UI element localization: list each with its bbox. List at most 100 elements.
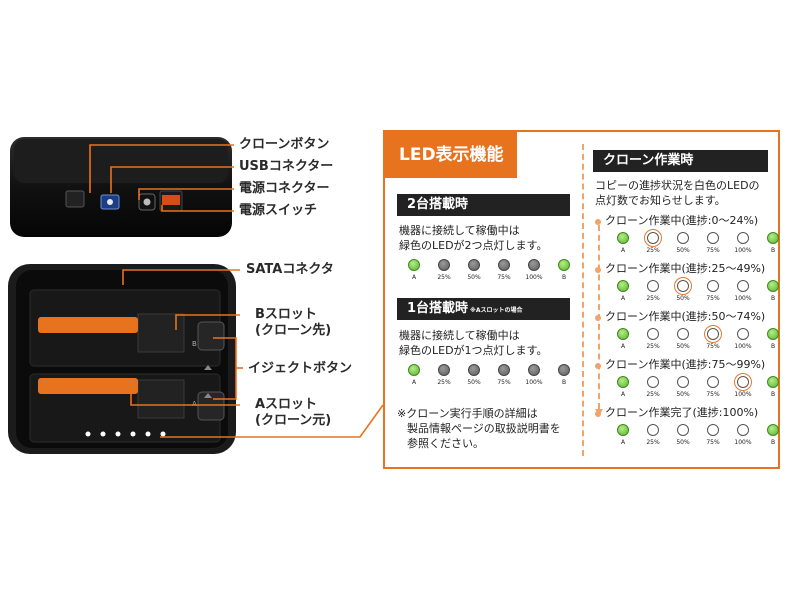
led-label: A <box>620 391 626 398</box>
led-label: 100% <box>734 295 752 302</box>
callout-a-slot-line2: (クローン元) <box>255 413 332 428</box>
led-label: 50% <box>467 379 481 386</box>
two-drive-desc-line1: 機器に接続して稼働中は <box>399 224 520 237</box>
stage-dot <box>595 315 601 321</box>
two-drive-heading: 2台搭載時 <box>397 194 570 216</box>
led-2 <box>677 280 689 292</box>
callout-clone-button: クローンボタン <box>239 137 330 152</box>
led-0 <box>617 232 629 244</box>
led-1 <box>647 232 659 244</box>
led-5 <box>767 424 779 436</box>
led-label: 25% <box>646 295 660 302</box>
led-4 <box>737 232 749 244</box>
led-0 <box>617 328 629 340</box>
led-1 <box>647 376 659 388</box>
led-0 <box>408 259 420 271</box>
led-label: 50% <box>467 274 481 281</box>
stage-dot <box>595 363 601 369</box>
clone-desc-line2: 点灯数でお知らせします。 <box>595 194 726 207</box>
callout-usb-connector: USBコネクター <box>239 159 334 174</box>
led-3 <box>498 259 510 271</box>
led-4 <box>528 259 540 271</box>
led-label: A <box>411 379 417 386</box>
stage-label: クローン作業中(進捗:50〜74%) <box>605 310 766 323</box>
led-label: 25% <box>437 379 451 386</box>
callout-a-slot-line1: Aスロット <box>255 397 318 412</box>
led-label: A <box>620 439 626 446</box>
led-5 <box>767 328 779 340</box>
led-label: 100% <box>734 343 752 350</box>
one-drive-heading: 1台搭載時※Aスロットの場合 <box>397 298 570 320</box>
led-3 <box>707 280 719 292</box>
dock-top-view-image <box>8 264 236 454</box>
stage-dot <box>595 411 601 417</box>
led-label: B <box>770 247 776 254</box>
led-1 <box>438 364 450 376</box>
led-3 <box>498 364 510 376</box>
led-label: B <box>770 295 776 302</box>
led-label: 50% <box>676 247 690 254</box>
led-2 <box>677 232 689 244</box>
led-5 <box>558 364 570 376</box>
slot-marker-b: B <box>192 340 197 348</box>
led-label: 50% <box>676 439 690 446</box>
led-label: 75% <box>497 274 511 281</box>
led-2 <box>468 364 480 376</box>
led-4 <box>737 280 749 292</box>
led-label: 25% <box>646 391 660 398</box>
led-0 <box>408 364 420 376</box>
led-label: 25% <box>646 247 660 254</box>
led-label: A <box>620 295 626 302</box>
led-label: 75% <box>706 439 720 446</box>
led-label: A <box>620 247 626 254</box>
led-label: 100% <box>734 439 752 446</box>
led-0 <box>617 280 629 292</box>
one-drive-desc-line2: 緑色のLEDが1つ点灯します。 <box>399 344 548 357</box>
stage-label: クローン作業中(進捗:25〜49%) <box>605 262 766 275</box>
led-1 <box>647 280 659 292</box>
stage-label: クローン作業中(進捗:75〜99%) <box>605 358 766 371</box>
slot-marker-a: A <box>192 400 197 408</box>
led-label: 75% <box>706 247 720 254</box>
led-1 <box>647 424 659 436</box>
led-2 <box>677 424 689 436</box>
led-4 <box>737 376 749 388</box>
led-5 <box>558 259 570 271</box>
callout-eject-button: イジェクトボタン <box>248 361 353 376</box>
callout-sata-connector: SATAコネクタ <box>246 262 334 277</box>
led-1 <box>647 328 659 340</box>
manual-note: ※クローン実行手順の詳細は 製品情報ページの取扱説明書を 参照ください。 <box>397 406 587 451</box>
panel-title: LED表示機能 <box>385 132 517 178</box>
callout-a-slot: Aスロット (クローン元) <box>255 397 331 429</box>
led-2 <box>677 376 689 388</box>
clone-desc-line1: コピーの進捗状況を白色のLEDの <box>595 179 760 192</box>
led-label: 100% <box>734 247 752 254</box>
led-2 <box>468 259 480 271</box>
led-label: 100% <box>525 274 543 281</box>
led-label: 25% <box>437 274 451 281</box>
led-label: 100% <box>734 391 752 398</box>
stage-label: クローン作業中(進捗:0〜24%) <box>605 214 759 227</box>
callout-b-slot: Bスロット (クローン先) <box>255 307 331 339</box>
led-label: A <box>620 343 626 350</box>
led-3 <box>707 376 719 388</box>
led-1 <box>438 259 450 271</box>
led-label: A <box>411 274 417 281</box>
two-drive-desc: 機器に接続して稼働中は 緑色のLEDが2つ点灯します。 <box>399 223 579 253</box>
led-3 <box>707 232 719 244</box>
led-label: B <box>770 391 776 398</box>
led-0 <box>617 424 629 436</box>
two-drive-desc-line2: 緑色のLEDが2つ点灯します。 <box>399 239 548 252</box>
led-label: 25% <box>646 439 660 446</box>
led-3 <box>707 424 719 436</box>
callout-power-switch: 電源スイッチ <box>239 203 318 218</box>
led-3 <box>707 328 719 340</box>
clone-heading: クローン作業時 <box>593 150 768 172</box>
led-label: 75% <box>706 295 720 302</box>
led-panel: LED表示機能 2台搭載時 機器に接続して稼働中は 緑色のLEDが2つ点灯します… <box>383 130 780 469</box>
led-label: B <box>561 379 567 386</box>
